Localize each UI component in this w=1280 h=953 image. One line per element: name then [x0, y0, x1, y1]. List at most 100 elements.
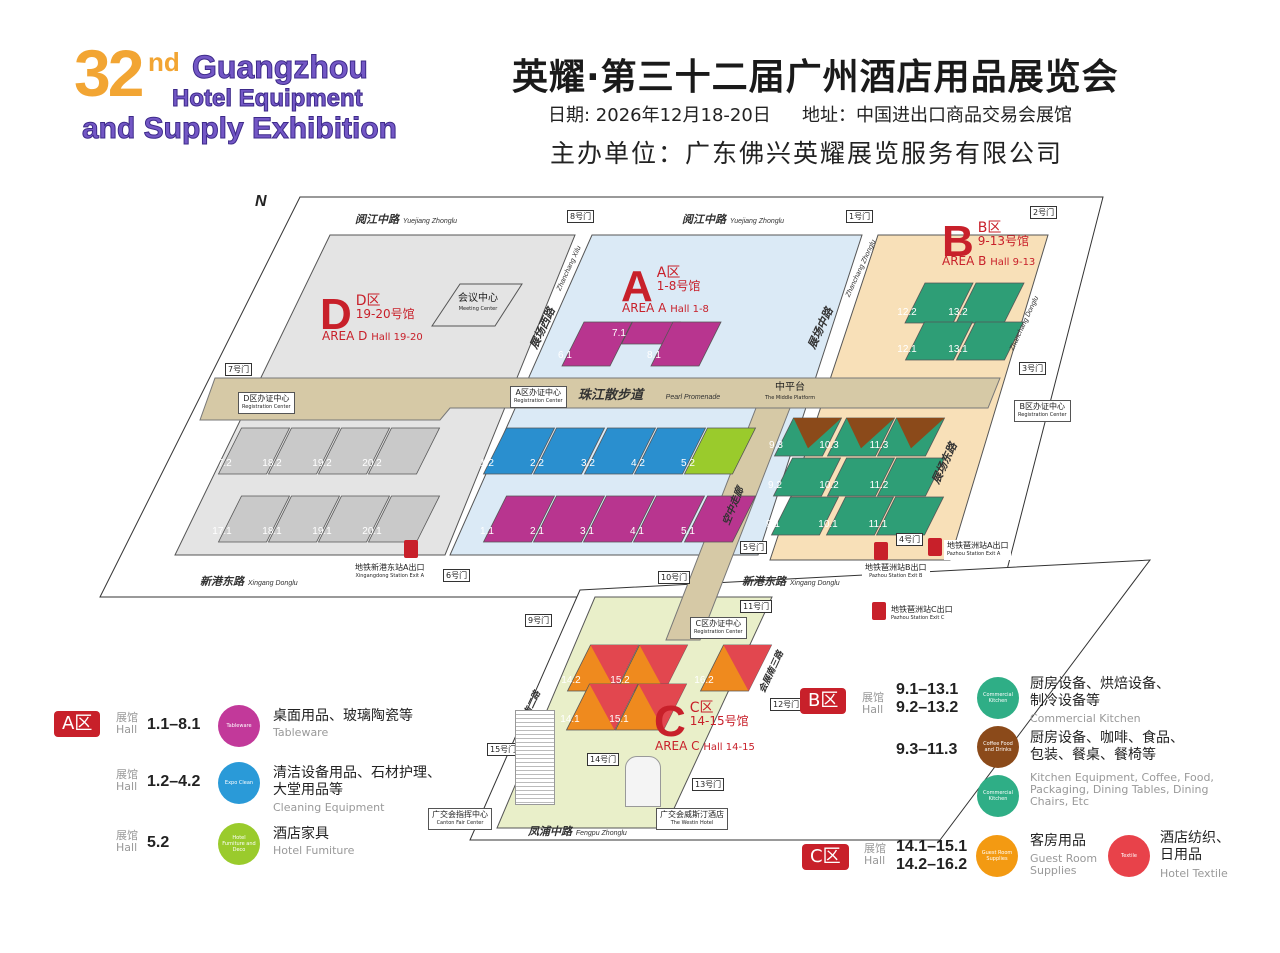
road-bottom-east: 新港东路 Xingang Donglu — [742, 575, 840, 588]
hall-label: 11.2 — [870, 480, 889, 491]
hall-accent — [793, 418, 842, 449]
hall-5.1 — [683, 495, 757, 543]
hall-accent — [639, 645, 688, 691]
hall-accent — [846, 418, 895, 449]
textile-icon: Textile — [1108, 835, 1150, 877]
organizer: 主办单位：广东佛兴英耀展览服务有限公司 — [550, 139, 1064, 168]
b-category-cn-1: 厨房设备、烘焙设备、制冷设备等 — [1030, 676, 1170, 709]
hall-accent — [723, 645, 772, 691]
area-c-en: AREA C Hall 14-15 — [655, 739, 755, 754]
hall-label: 13.1 — [948, 344, 968, 355]
c-category-cn-1: 客房用品 — [1030, 833, 1086, 849]
hall-1.1 — [482, 495, 556, 543]
hall-label: 4.1 — [630, 526, 644, 537]
hall-19.1 — [317, 495, 391, 543]
gate-6: 6号门 — [443, 569, 471, 582]
hall-label: 20.1 — [362, 526, 382, 537]
metro-icon — [404, 540, 418, 558]
hall-12.1 — [904, 321, 974, 361]
hall-label: 8.1 — [647, 350, 661, 361]
hall-label: 16.2 — [694, 675, 714, 686]
hall-label: 18.1 — [262, 526, 282, 537]
road-top-east: 阅江中路 Yuejiang Zhonglu — [682, 213, 785, 226]
hall-label: 15.2 — [610, 675, 630, 686]
hall-11.1 — [875, 496, 945, 536]
c-category-en-2: Hotel Textile — [1160, 867, 1228, 880]
hall-4.2 — [633, 427, 707, 475]
hall-label: 19.1 — [312, 526, 332, 537]
zone-badge-b: B区 — [800, 688, 847, 714]
hall-label: 3.1 — [580, 526, 594, 537]
gate-9: 9号门 — [525, 614, 553, 627]
hall-18.2 — [267, 427, 341, 475]
gate-1: 1号门 — [846, 210, 874, 223]
logo-number: 32 — [74, 36, 144, 110]
north-arrow-icon: N — [255, 193, 267, 210]
hall-label: 14.2 — [561, 675, 581, 686]
road-top-west: 阅江中路 Yuejiang Zhonglu — [355, 213, 458, 226]
gate-14: 14号门 — [587, 753, 620, 766]
gate-11: 11号门 — [740, 600, 773, 613]
commercial-kitchen-icon: Commercial Kitchen — [977, 677, 1019, 719]
metro-icon — [872, 602, 886, 620]
hall-13.1 — [955, 321, 1025, 361]
page-title: 英耀·第三十二届广州酒店用品展览会 — [512, 57, 1119, 98]
category-icon: Tableware — [218, 705, 260, 747]
road-bottom-west: 新港东路 Xingang Donglu — [200, 575, 298, 588]
hall-accent — [638, 684, 687, 730]
hall-label: 7.1 — [612, 328, 626, 339]
gate-2: 2号门 — [1030, 206, 1058, 219]
hall-3.1 — [582, 495, 656, 543]
hall-range: 5.2 — [147, 834, 170, 851]
gate-8: 8号门 — [567, 210, 595, 223]
hall-range: 1.2–4.2 — [147, 773, 201, 790]
category-en: Tableware — [273, 726, 329, 739]
category-en: Cleaning Equipment — [273, 801, 385, 814]
logo-suffix: nd — [148, 47, 180, 77]
hall-label: 6.1 — [558, 350, 572, 361]
canton-fair-center-building — [515, 710, 555, 805]
hall-label: 9.3 — [769, 440, 783, 451]
hall-17.2 — [217, 427, 291, 475]
commercial-kitchen-icon: Commercial Kitchen — [977, 775, 1019, 817]
hall-label: 5.1 — [681, 526, 695, 537]
hall-label: 10.1 — [818, 519, 838, 530]
hall-label: 17.1 — [212, 526, 232, 537]
area-a-en: AREA A Hall 1-8 — [622, 301, 709, 316]
westin-hotel-building — [625, 756, 661, 807]
hall-label: 15.1 — [609, 714, 629, 725]
category-cn: 桌面用品、玻璃陶瓷等 — [273, 708, 413, 724]
hall-label: 9.1 — [766, 519, 780, 530]
c-category-en-1: Guest Room Supplies — [1030, 852, 1098, 877]
hall-label: 2.2 — [530, 458, 544, 469]
zone-badge-a: A区 — [54, 711, 101, 737]
b-category-en-2: Kitchen Equipment, Coffee, Food, Packagi… — [1030, 771, 1214, 808]
gate-4: 4号门 — [896, 533, 924, 546]
hall-label: 12.1 — [897, 344, 917, 355]
category-icon: Hotel Furniture and Deco — [218, 823, 260, 865]
hall-label: 12.2 — [897, 307, 917, 318]
category-icon: Expo Clean — [218, 762, 260, 804]
hall-label: 4.2 — [631, 458, 645, 469]
hall-label: 9.2 — [768, 480, 782, 491]
hall-10.2 — [826, 457, 896, 497]
hall-18.1 — [267, 495, 341, 543]
